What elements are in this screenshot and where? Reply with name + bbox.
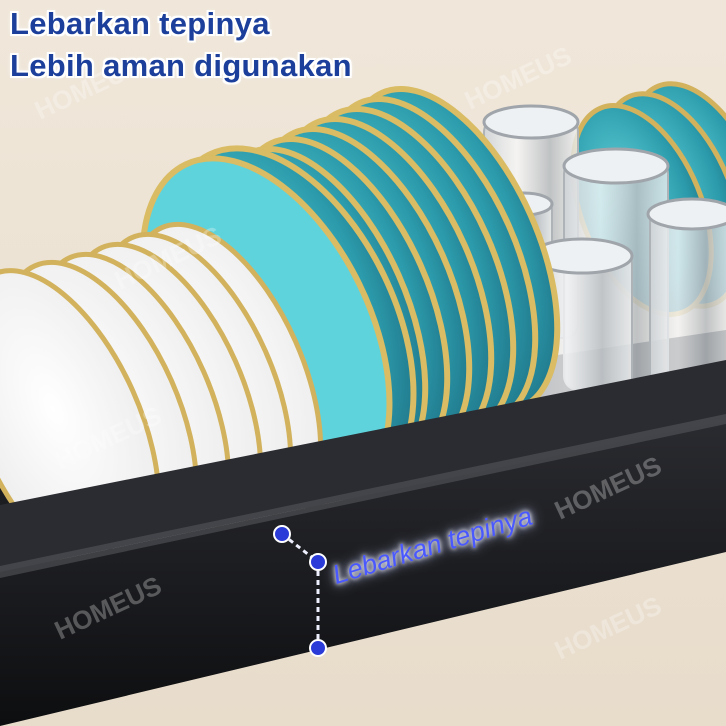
rack-front-panel <box>0 420 726 726</box>
headline-line-2: Lebih aman digunakan <box>10 48 352 83</box>
rack-rim-highlight <box>0 414 726 578</box>
headline-line-1: Lebarkan tepinya <box>10 6 270 41</box>
teal-plates <box>139 86 561 505</box>
edge-dimension-marker <box>273 525 327 657</box>
rack-rim <box>0 360 726 572</box>
